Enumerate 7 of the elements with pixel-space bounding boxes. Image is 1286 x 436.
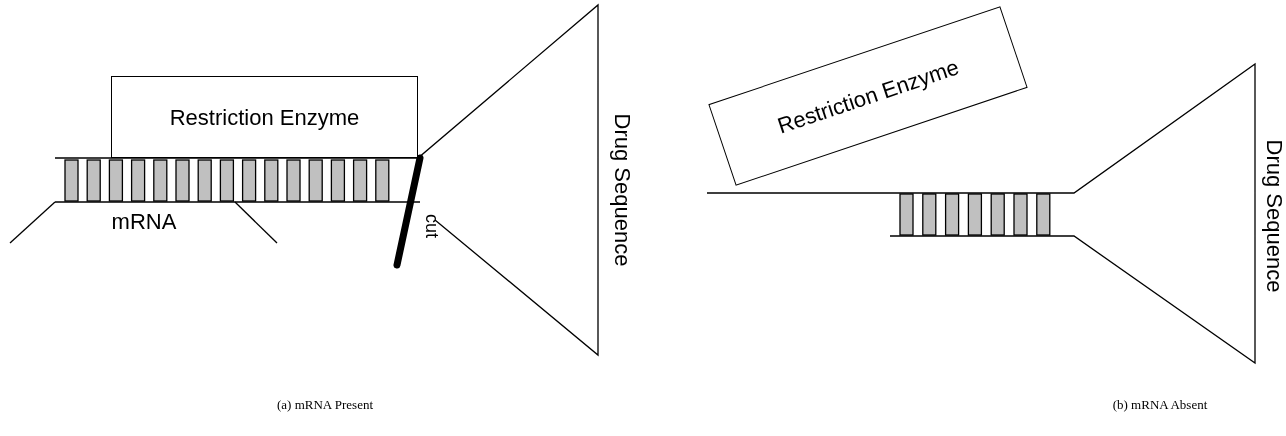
cut-label: cut (423, 214, 441, 238)
enzyme-box: Restriction Enzyme (111, 76, 418, 158)
sequence-label: Drug Sequence (611, 113, 633, 267)
strand-label: mRNA (111, 211, 177, 233)
figure-caption: (a) mRNA Present (277, 397, 373, 411)
sequence-label: Drug Sequence (1263, 139, 1285, 293)
figure-caption: (b) mRNA Absent (1112, 397, 1208, 411)
